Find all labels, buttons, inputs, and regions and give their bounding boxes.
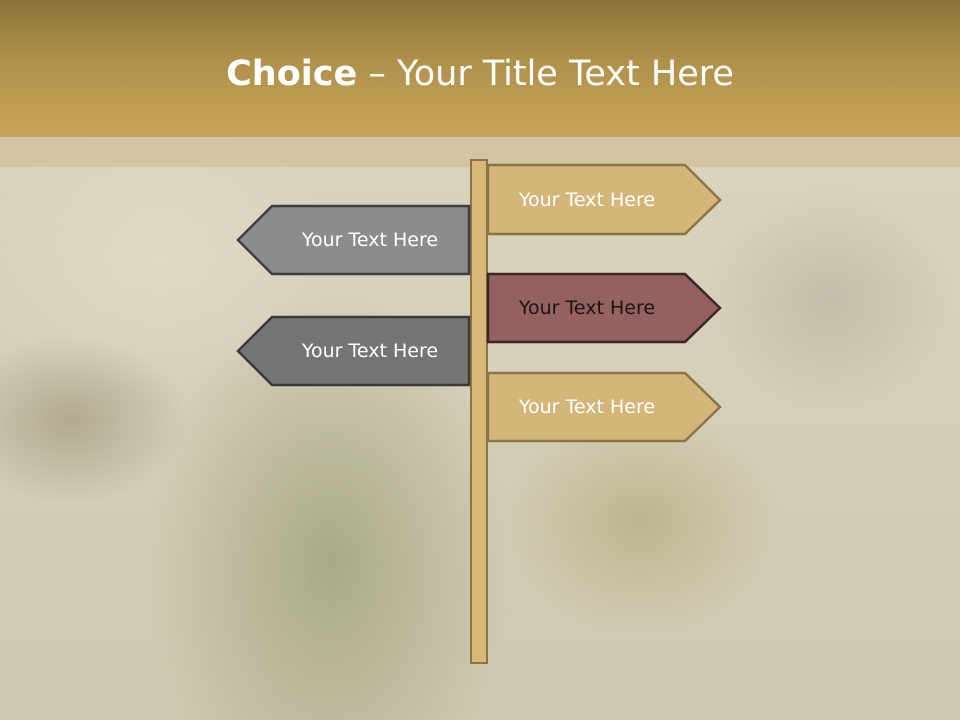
sign-1-label: Your Text Here <box>518 189 656 211</box>
sign-2-label: Your Text Here <box>301 229 439 251</box>
page-title-rest: – Your Title Text Here <box>357 54 734 94</box>
sign-4-shape <box>236 315 471 387</box>
sign-5-shape <box>486 371 722 443</box>
sign-1-shape <box>486 163 722 236</box>
sign-5-label: Your Text Here <box>518 396 656 418</box>
page-title-bold: Choice <box>226 54 358 94</box>
sign-3-label: Your Text Here <box>518 297 656 319</box>
page-title: Choice – Your Title Text Here <box>0 52 960 96</box>
sign-2-shape <box>236 204 471 276</box>
sign-4-label: Your Text Here <box>301 340 439 362</box>
title-bar <box>0 0 960 137</box>
sign-3-shape <box>486 272 722 344</box>
